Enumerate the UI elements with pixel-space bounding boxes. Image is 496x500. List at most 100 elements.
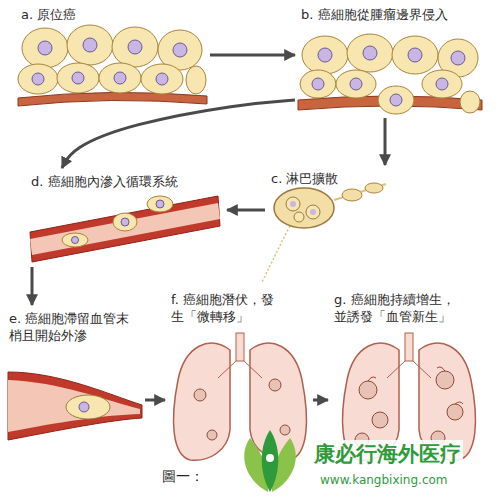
lungs: [436, 371, 454, 389]
cell-cluster: [57, 63, 99, 93]
cell-cluster: [112, 27, 158, 67]
stage-panel: c. 淋巴擴散: [265, 165, 390, 230]
lungs: [218, 361, 262, 378]
lungs: [236, 333, 244, 361]
invading-cells: [350, 78, 362, 90]
stage-heading: f. 癌細胞潛伏，發生「微轉移」: [171, 292, 285, 326]
lungs: [194, 389, 206, 401]
invading-cells: [422, 70, 462, 98]
blood-vessel: [30, 196, 220, 262]
lungs: [269, 379, 281, 391]
flow-arrow: [210, 54, 295, 57]
blood-vessel: [30, 203, 220, 255]
cell-cluster: [72, 72, 84, 84]
flow-arrow: [227, 209, 265, 212]
invading-cells: [318, 48, 332, 62]
lymph-node: [262, 226, 290, 282]
capillary: [79, 402, 89, 412]
stage-heading: d. 癌細胞內滲入循環系統: [31, 174, 221, 191]
capillary: [8, 372, 142, 440]
watermark-icon: [266, 454, 274, 462]
stage-heading: c. 淋巴擴散: [271, 171, 381, 188]
cell-cluster: [186, 66, 206, 94]
lymph-node: [306, 205, 320, 219]
stage-heading: g. 癌細胞持續增生，並誘發「血管新生」: [334, 292, 460, 326]
cell-cluster: [141, 64, 183, 94]
cell-cluster: [99, 63, 141, 93]
lymph-node: [310, 209, 316, 215]
lymph-node: [274, 188, 334, 228]
lymph-node: [365, 183, 383, 193]
stage-panel: f. 癌細胞潛伏，發生「微轉移」: [165, 286, 313, 466]
invading-cells: [302, 36, 348, 74]
stage-panel: e. 癌細胞滯留血管末梢且開始外滲: [3, 305, 145, 445]
invading-cells: [347, 34, 393, 72]
lungs: [250, 343, 306, 460]
invading-cells: [300, 70, 336, 98]
cell-cluster: [22, 28, 68, 68]
blood-vessel: [113, 213, 137, 231]
invading-cells: [390, 94, 402, 106]
invading-cells: [336, 70, 376, 98]
lungs: [372, 412, 388, 428]
flow-arrow: [313, 399, 328, 402]
cell-cluster: [32, 73, 44, 85]
watermark-url: www.kangbixing.com: [318, 473, 450, 487]
stage-heading: b. 癌細胞從腫瘤邊界侵入: [301, 7, 486, 24]
blood-vessel: [121, 218, 129, 226]
lungs: [405, 333, 413, 361]
blood-vessel: [30, 196, 220, 262]
lymph-node: [334, 184, 386, 200]
cell-cluster: [18, 25, 207, 106]
cell-cluster: [156, 73, 168, 85]
lungs: [207, 430, 217, 440]
invading-cells: [436, 78, 448, 90]
stage-panel: a. 原位癌: [15, 1, 210, 103]
stage-panel: d. 癌細胞內滲入循環系統: [25, 168, 227, 267]
watermark: 康必行海外医疗: [312, 440, 463, 468]
invading-cells: [392, 36, 438, 74]
cell-cluster: [83, 38, 97, 52]
lungs: [359, 381, 377, 399]
blood-vessel: [72, 237, 79, 244]
lungs: [387, 361, 431, 378]
watermark-icon: [262, 430, 279, 492]
capillary: [66, 395, 110, 419]
cell-cluster: [114, 72, 126, 84]
lymph-node: [286, 197, 300, 211]
flow-arrow: [31, 267, 34, 305]
invading-cells: [378, 86, 414, 114]
capillary: [8, 372, 142, 440]
lungs: [174, 333, 307, 460]
lungs: [447, 404, 463, 420]
lungs: [280, 425, 290, 435]
stage-heading: a. 原位癌: [21, 7, 201, 24]
invading-cells: [312, 78, 324, 90]
invading-cells: [298, 34, 482, 114]
lymph-node: [262, 183, 386, 282]
blood-vessel: [62, 233, 88, 247]
cell-cluster: [67, 25, 113, 65]
flow-arrow: [145, 399, 165, 402]
stage-panel: g. 癌細胞持續增生，並誘發「血管新生」: [328, 286, 490, 466]
cell-cluster: [18, 64, 58, 94]
stage-panel: b. 癌細胞從腫瘤邊界侵入: [295, 1, 492, 118]
stage-heading: e. 癌細胞滯留血管末梢且開始外滲: [9, 311, 133, 345]
cell-cluster: [38, 41, 52, 55]
blood-vessel: [147, 196, 173, 212]
invading-cells: [460, 91, 480, 113]
lymph-node: [290, 201, 296, 207]
cell-cluster: [128, 40, 142, 54]
capillary: [8, 380, 140, 432]
invading-cells: [408, 48, 422, 62]
flow-arrow: [62, 100, 295, 168]
cell-cluster: [173, 43, 187, 57]
lymph-node: [294, 212, 304, 222]
invading-cells: [451, 51, 465, 65]
lungs: [368, 367, 463, 404]
lungs: [174, 343, 230, 460]
figure-number: 圖一：: [160, 468, 206, 486]
